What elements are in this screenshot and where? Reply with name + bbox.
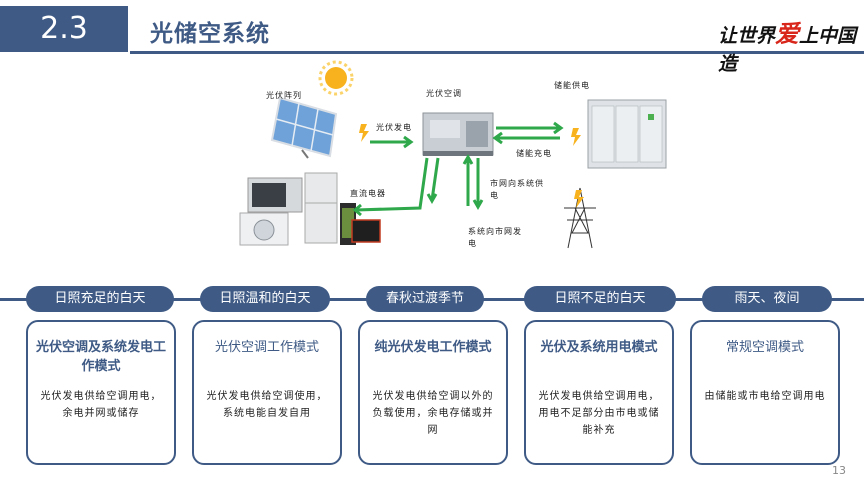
diagram-graphics (239, 60, 667, 249)
label-pv-generation: 光伏发电 (376, 123, 412, 132)
mode-description: 由储能或市电给空调用电 (704, 391, 826, 402)
page-number: 13 (832, 464, 846, 477)
label-system-to-grid: 系统向市网发电 (468, 227, 522, 248)
slogan-highlight: 爱 (775, 19, 800, 48)
mode-title: 常规空调模式 (725, 340, 804, 355)
header: 2.3 光储空系统 让世界爱上中国造 (0, 0, 864, 75)
label-dc-appliances: 直流电器 (350, 189, 386, 198)
lightning-pv-icon (359, 124, 369, 142)
stage-label-4: 日照不足的白天 (524, 286, 676, 312)
brand-slogan: 让世界爱上中国造 (718, 19, 857, 75)
header-divider (130, 51, 864, 54)
stage-label-1: 日照充足的白天 (26, 286, 174, 312)
solar-panel-icon (270, 96, 338, 159)
mode-description: 光伏发电供给空调用电，用电不足部分由市电或储能补充 (538, 391, 660, 436)
lightning-storage-icon (571, 128, 581, 146)
arrows (352, 121, 564, 217)
mode-description: 光伏发电供给空调使用，系统电能自发自用 (206, 391, 328, 419)
stage-label-2: 日照温和的白天 (200, 286, 330, 312)
appliances-icon (239, 172, 381, 246)
lightning-tower-icon (574, 190, 584, 208)
stage-label-3: 春秋过渡季节 (366, 286, 484, 312)
label-grid-to-system: 市网向系统供电 (490, 179, 544, 200)
stage-label-5: 雨天、夜间 (702, 286, 832, 312)
mode-card-4: 光伏及系统用电模式 光伏发电供给空调用电，用电不足部分由市电或储能补充 (524, 320, 674, 465)
page-title: 光储空系统 (150, 21, 270, 47)
mode-description: 光伏发电供给空调用电，余电并网或储存 (40, 391, 162, 419)
label-pv-ac: 光伏空调 (426, 89, 462, 98)
mode-title: 光伏空调及系统发电工作模式 (35, 340, 166, 374)
mode-card-1: 光伏空调及系统发电工作模式 光伏发电供给空调用电，余电并网或储存 (26, 320, 176, 465)
mode-description: 光伏发电供给空调以外的负载使用，余电存储或并网 (372, 391, 494, 436)
mode-title: 纯光伏发电工作模式 (374, 340, 492, 355)
label-pv-array: 光伏阵列 (266, 91, 302, 100)
label-storage-charge: 储能充电 (516, 149, 552, 158)
mode-title: 光伏空调工作模式 (214, 340, 319, 355)
mode-card-3: 纯光伏发电工作模式 光伏发电供给空调以外的负载使用，余电存储或并网 (358, 320, 508, 465)
mode-title: 光伏及系统用电模式 (540, 340, 658, 355)
sun-icon (318, 60, 354, 96)
ac-unit-icon (422, 112, 494, 156)
mode-card-2: 光伏空调工作模式 光伏发电供给空调使用，系统电能自发自用 (192, 320, 342, 465)
storage-cabinet-icon (587, 99, 667, 169)
section-number: 2.3 (0, 6, 128, 52)
mode-card-5: 常规空调模式 由储能或市电给空调用电 (690, 320, 840, 465)
system-diagram: 光伏阵列 光伏空调 储能供电 光伏发电 储能充电 直流电器 市网向系统供电 系统… (230, 58, 710, 258)
label-storage-supply: 储能供电 (554, 81, 590, 90)
